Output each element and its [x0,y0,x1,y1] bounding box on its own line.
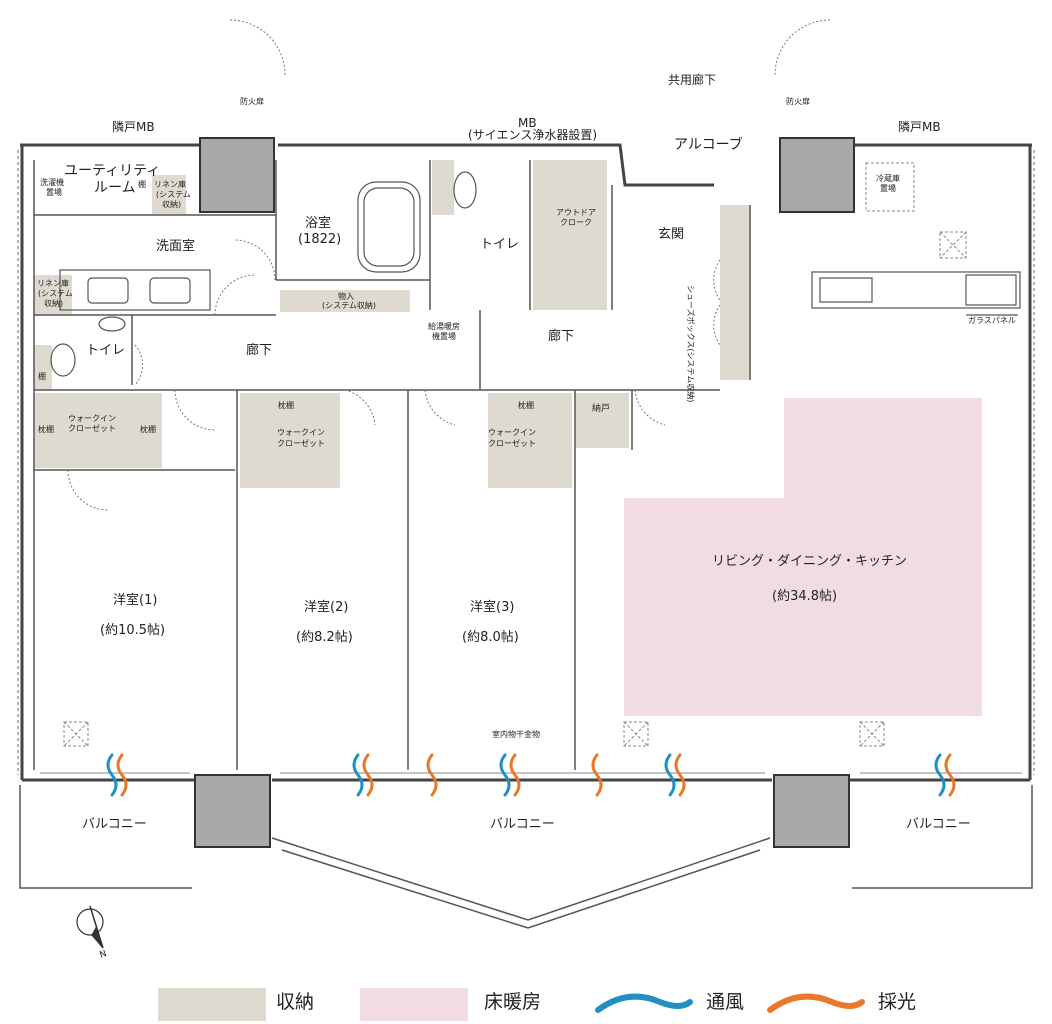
outer-walls [20,143,1032,782]
alcove-label: アルコーブ [674,137,743,153]
ventilation-wave-icon [595,993,693,1013]
bath-fixtures [50,171,477,377]
kitchen-counter [811,271,1021,316]
pantry-label: 納戸 [592,404,611,414]
wic1-shelf-left: 枕棚 [38,425,54,434]
ldk-label: リビング・ダイニング・キッチン [712,554,908,569]
bedroom3-label: 洋室(3) [470,600,515,615]
glass-panel-label: ガラスパネル [968,316,1016,325]
bedroom1-size-label: (約10.5帖) [100,623,166,638]
wic1-label-1: ウォークイン [68,414,116,423]
compass-icon [76,905,104,949]
neighbor-mb-right-label: 隣戸MB [898,120,941,134]
bedroom2-label: 洋室(2) [304,600,349,615]
bath-label: 浴室 [305,216,332,231]
wic1-shelf-right: 枕棚 [140,425,156,434]
ldk-size-label: (約34.8帖) [772,589,838,604]
door-swings [67,19,831,511]
washroom-label: 洗面室 [156,239,196,254]
mb-sub-label: (サイエンス浄水器設置) [468,128,598,142]
storage-label-2: (システム収納) [322,301,377,310]
fire-door-right-label: 防火扉 [786,97,810,106]
washer-label-2: 置場 [46,188,62,197]
utility-room-label-2: ルーム [94,180,136,196]
utility-room-label-1: ユーティリティ [64,163,161,179]
bath-size-label: (1822) [298,232,342,247]
legend-daylight-label: 採光 [878,991,917,1013]
storage-label-1: 物入 [338,292,354,301]
linen1-label-1: リネン庫 [154,180,186,189]
fire-door-left-label: 防火扉 [240,97,264,106]
floor-heating-swatch [360,988,468,1021]
corridor-label: 共用廊下 [668,73,717,87]
linen1-label-2: (システム [156,190,191,199]
bedroom3-size-label: (約8.0帖) [462,630,519,645]
toilet-main-label: トイレ [480,237,520,252]
daylight-wave-icon [767,993,865,1013]
columns [194,137,855,848]
wic3-label-2: クローゼット [488,439,536,448]
legend-floor-heating-label: 床暖房 [484,991,542,1013]
wic3-label-1: ウォークイン [488,428,536,437]
outdoor-cloak-label-1: アウトドア [556,208,596,217]
drying-rack-label: 室内物干金物 [492,730,540,739]
toilet-side-label: トイレ [86,343,126,358]
hall-right-label: 廊下 [548,329,575,344]
shelf-label: 棚 [138,180,146,189]
bedroom1-label: 洋室(1) [113,593,158,608]
entrance-label: 玄関 [658,227,685,242]
balcony-outline [19,785,1033,929]
balcony-left-label: バルコニー [82,817,147,832]
shoes-box-label: シューズボックス(システム収納) [686,285,695,403]
hall-left-label: 廊下 [246,343,273,358]
washer-label-1: 洗濯機 [40,178,64,187]
heater-label-1: 給湯暖房 [428,322,460,331]
fridge-label-1: 冷蔵庫 [876,174,900,183]
wall-hatch [17,150,1035,775]
wic3-shelf: 枕棚 [518,401,534,410]
mb-title-label: MB [518,116,537,130]
heater-label-2: 機置場 [432,332,456,341]
wic2-label-1: ウォークイン [277,428,325,437]
wic2-shelf: 枕棚 [278,401,294,410]
air-outlets [63,162,967,747]
linen2-label-1: リネン庫 [37,279,69,288]
fridge-label-2: 置場 [880,184,896,193]
bedroom2-size-label: (約8.2帖) [296,630,353,645]
floor-heating-area [624,398,982,716]
neighbor-mb-left-label: 隣戸MB [112,120,155,134]
storage-swatch [158,988,266,1021]
balcony-right-label: バルコニー [906,817,971,832]
outdoor-cloak-label-2: クローク [560,218,592,227]
linen2-label-3: 収納) [44,299,64,308]
linen2-label-2: (システム [38,289,73,298]
balcony-center-label: バルコニー [490,817,555,832]
interior-walls [33,160,751,770]
linen1-label-3: 収納) [162,200,182,209]
wic2-label-2: クローゼット [277,439,325,448]
storage-fills [34,160,750,488]
shelf-small-label: 棚 [38,372,46,381]
legend-ventilation-label: 通風 [706,991,745,1013]
wic1-label-2: クローゼット [68,424,116,433]
legend-storage-label: 収納 [276,991,315,1013]
